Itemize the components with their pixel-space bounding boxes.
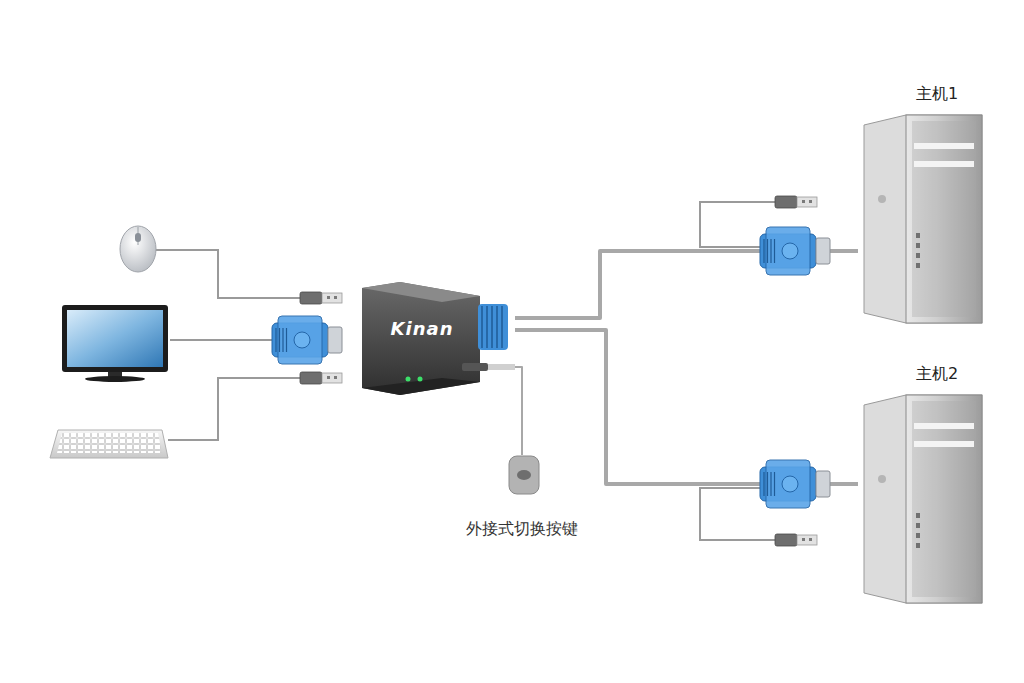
keyboard-icon (50, 430, 168, 458)
button-caption: 外接式切换按键 (466, 519, 582, 540)
host-label: 主机2 (858, 364, 986, 385)
brand-logo: Kinan (391, 318, 454, 339)
usb-plug (775, 196, 817, 208)
host-label: 主机1 (858, 84, 986, 105)
vga-plug (760, 460, 830, 508)
switch-button-icon (508, 455, 540, 495)
vga-plug (272, 316, 342, 364)
vga-plug (760, 227, 830, 275)
button-cable (515, 367, 522, 455)
switch-button-box: 外接式切换按键 (466, 455, 582, 540)
usb-plug (300, 292, 342, 304)
monitor-wire (170, 339, 272, 341)
usb-plug (300, 372, 342, 384)
host-computer-box: 主机1 (858, 84, 986, 324)
usb-plug (775, 534, 817, 546)
kvm-switch-box: Kinan (362, 282, 515, 395)
mouse-icon (120, 226, 156, 272)
host-tower (862, 113, 986, 325)
keyboard-wire (168, 378, 300, 440)
host-computer-box: 主机2 (858, 364, 986, 604)
monitor-icon (62, 305, 168, 382)
mouse-wire (155, 250, 300, 298)
host-tower (862, 393, 986, 605)
